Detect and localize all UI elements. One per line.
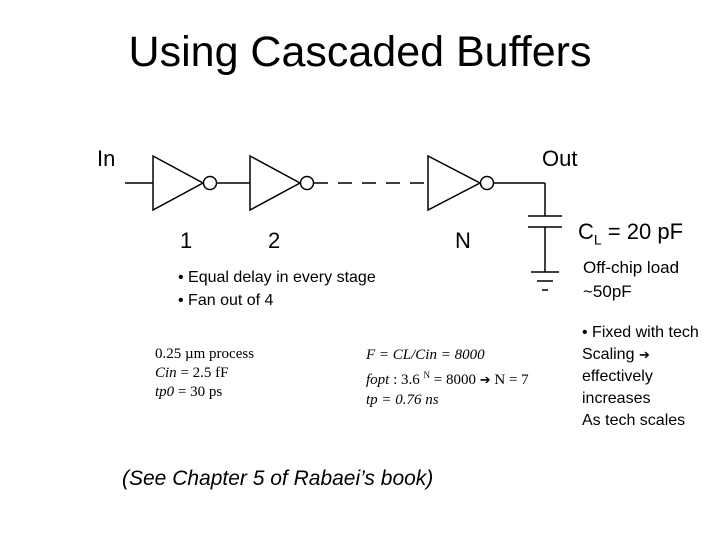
buffer-1-bubble <box>202 175 218 191</box>
load-symbol: C <box>578 219 594 244</box>
process-line-2: Cin = 2.5 fF <box>155 364 254 383</box>
tech-line-4: increases <box>582 390 651 407</box>
cin-var: Cin <box>155 365 177 381</box>
formula-line-3: tp = 0.76 ns <box>366 392 439 408</box>
right-arrow-icon: ➔ <box>638 347 650 362</box>
offchip-line-1: Off-chip load <box>583 258 680 277</box>
bullet-item: • Equal delay in every stage <box>178 269 376 286</box>
process-line-3: tp0 = 30 ps <box>155 383 254 402</box>
stage-label-1: 1 <box>180 228 193 253</box>
tech-line-5: As tech scales <box>582 412 686 429</box>
formula-line-2: fopt : 3.6 N = 8000 ➔ N = 7 <box>366 365 529 390</box>
buffer-1-triangle <box>152 154 205 212</box>
fopt-mid: : 3.6 <box>389 372 424 388</box>
fopt-end: = 8000 <box>430 372 476 388</box>
fopt-var: fopt <box>366 372 390 388</box>
load-subscript: L <box>593 231 602 248</box>
load-capacitance-label: CL = 20 pF <box>578 219 683 247</box>
bullet-item: • Fan out of 4 <box>178 292 274 309</box>
tp0-var: tp0 <box>155 384 175 400</box>
fopt-exponent: N <box>423 370 431 380</box>
buffer-n-triangle <box>427 154 482 212</box>
tech-line-1: • Fixed with tech <box>582 324 699 341</box>
offchip-load-note: Off-chip load ~50pF <box>583 256 679 304</box>
sizing-formula: F = CL/Cin = 8000 fopt : 3.6 N = 8000 ➔ … <box>366 345 529 410</box>
tech-line-2: Scaling ➔ <box>582 344 699 366</box>
fopt-result: N = 7 <box>494 372 529 388</box>
out-label: Out <box>542 146 578 171</box>
buffer-2-bubble <box>299 175 315 191</box>
process-line-1: 0.25 µm process <box>155 346 255 362</box>
offchip-line-2: ~50pF <box>583 282 632 301</box>
page-title: Using Cascaded Buffers <box>128 28 592 76</box>
buffer-n-bubble <box>479 175 495 191</box>
tech-line-3: effectively <box>582 368 653 385</box>
load-value: = 20 pF <box>601 219 684 244</box>
process-parameters: 0.25 µm process Cin = 2.5 fF tp0 = 30 ps <box>155 345 254 402</box>
stage-label-2: 2 <box>268 228 281 253</box>
in-label: In <box>97 146 116 171</box>
cin-value: = 2.5 fF <box>176 365 229 381</box>
right-arrow-icon: ➔ <box>479 372 491 387</box>
tech-scaling-word: Scaling <box>582 346 635 363</box>
buffer-2-triangle <box>249 154 302 212</box>
book-reference: (See Chapter 5 of Rabaei’s book) <box>122 467 434 490</box>
stage-label-n: N <box>455 228 471 253</box>
bullet-list: • Equal delay in every stage • Fan out o… <box>178 266 376 312</box>
tech-scaling-note: • Fixed with tech Scaling ➔ effectively … <box>582 322 699 432</box>
tp0-value: = 30 ps <box>174 384 223 400</box>
formula-line-1: F = CL/Cin = 8000 <box>366 347 485 363</box>
